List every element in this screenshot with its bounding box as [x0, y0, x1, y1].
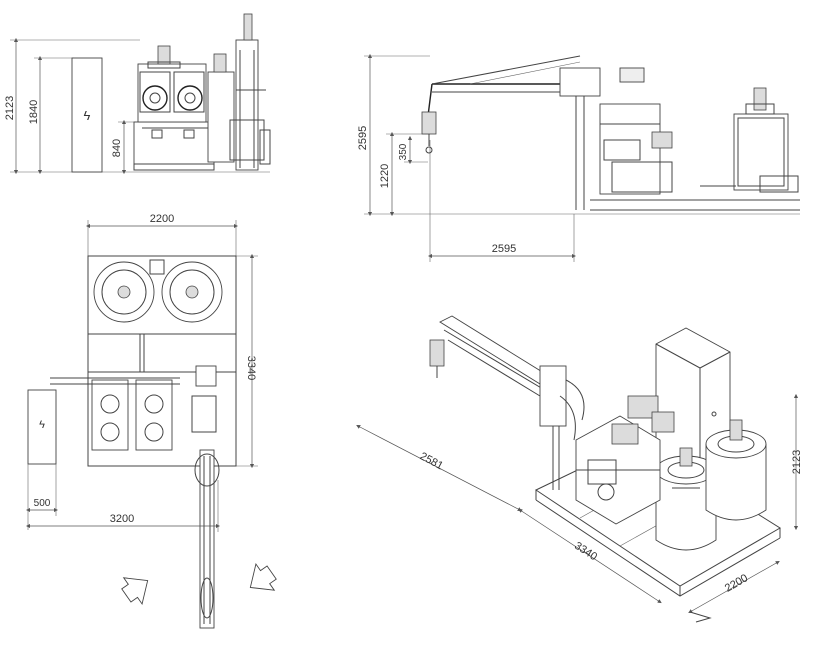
lightning-symbol-icon: ϟ — [84, 108, 91, 123]
dim-label-500: 500 — [34, 498, 51, 509]
dim-label-3200: 3200 — [110, 513, 134, 525]
dim-label-350: 350 — [398, 143, 409, 160]
dim-plan-cabinet-offset: 500 — [25, 464, 59, 530]
dim-iso-boom-length: 2581 — [356, 425, 522, 511]
plan-frame — [50, 255, 237, 467]
arrow-down-left-icon — [121, 577, 149, 606]
plan-boom-arm — [194, 449, 220, 629]
dim-label-2595-reach: 2595 — [492, 243, 516, 255]
dim-label-840: 840 — [111, 139, 123, 157]
lightning-symbol-icon-plan: ϟ — [39, 419, 45, 431]
dim-side-base-height: 1220 — [379, 131, 430, 217]
dim-side-boom-reach: 2595 — [427, 140, 577, 262]
iso-boom-arm — [429, 315, 585, 490]
dim-front-cabinet-height: 1840 — [28, 55, 74, 175]
dim-plan-width: 2200 — [85, 213, 239, 256]
side-view: 2595 1220 350 2595 — [357, 53, 800, 262]
dim-iso-width: 2200 — [688, 560, 780, 614]
dim-label-2595-height: 2595 — [357, 126, 369, 150]
machine-front-elevation — [133, 13, 271, 171]
iso-tank-right — [705, 419, 767, 521]
isometric-view: 2581 3340 2200 2123 — [356, 315, 803, 623]
dim-front-frame-height: 840 — [111, 119, 136, 175]
dim-label-2581: 2581 — [418, 450, 445, 472]
dim-plan-overall-length: 3200 — [25, 480, 221, 532]
dim-label-1220: 1220 — [379, 164, 391, 188]
dim-label-2123-front: 2123 — [4, 96, 16, 120]
dim-label-3340-plan: 3340 — [245, 356, 257, 380]
plan-view: 2200 3340 — [25, 213, 277, 629]
front-view: 2123 1840 ϟ 840 — [4, 13, 271, 175]
iso-pump-group — [575, 395, 675, 525]
machine-side-body — [590, 87, 800, 211]
dim-front-total-height: 2123 — [4, 37, 270, 175]
boom-arm-side — [421, 55, 645, 210]
dim-label-2123-iso: 2123 — [791, 450, 803, 474]
arrow-up-right-icon — [249, 562, 277, 591]
iso-tank-left — [655, 447, 717, 551]
dim-label-1840: 1840 — [28, 100, 40, 124]
dim-label-2200-plan: 2200 — [150, 213, 174, 225]
plan-electrical-cabinet: ϟ — [27, 389, 57, 465]
electrical-cabinet-front: ϟ — [71, 57, 103, 173]
dim-iso-height: 2123 — [791, 393, 803, 531]
dim-label-2200-iso: 2200 — [723, 572, 750, 595]
dim-side-nozzle-drop: 350 — [398, 135, 428, 165]
dim-side-total-height: 2595 — [357, 53, 800, 217]
dim-iso-length: 3340 — [518, 508, 662, 604]
dim-plan-depth: 3340 — [236, 253, 258, 469]
iso-ground-marker — [689, 611, 712, 623]
